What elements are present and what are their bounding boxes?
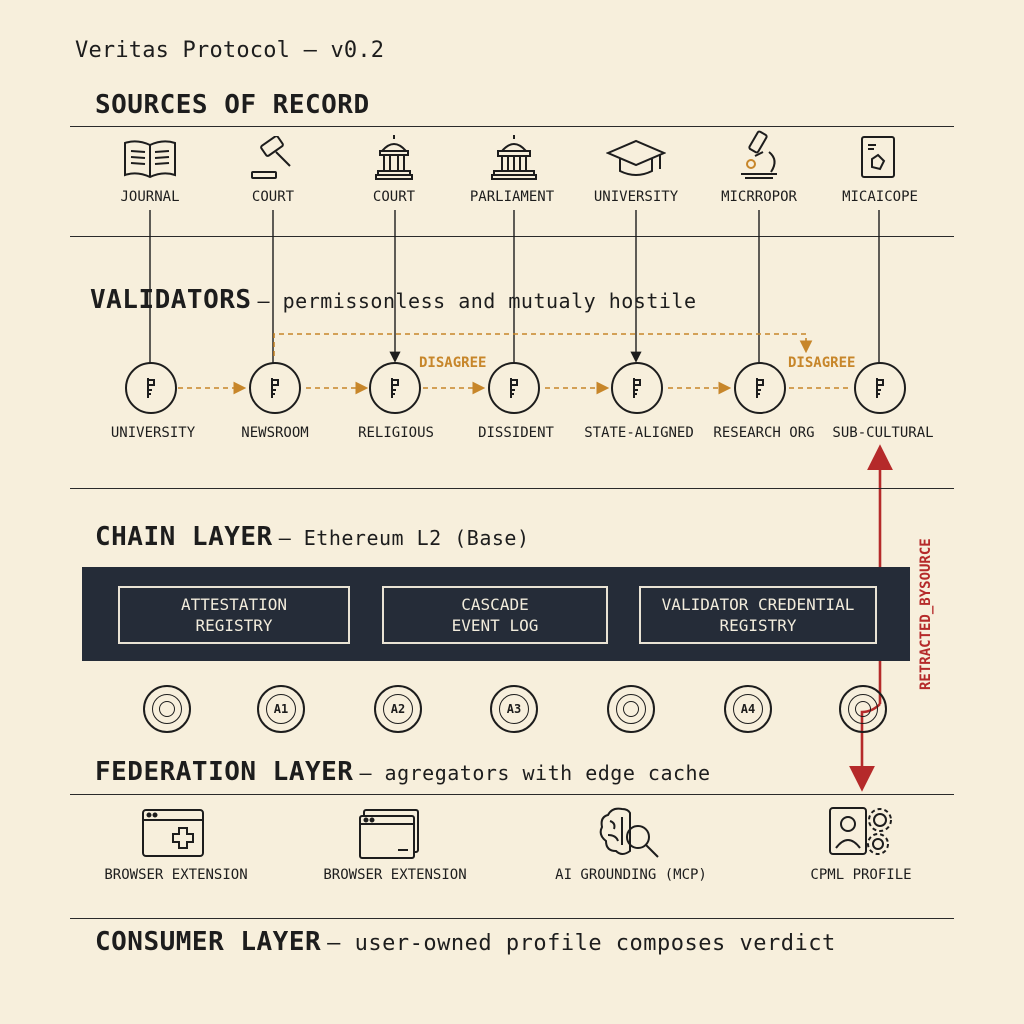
aggregator-label: A4 — [733, 694, 763, 724]
courthouse-icon — [364, 133, 424, 181]
aggregator-node-a1[interactable]: A1 — [257, 685, 305, 733]
validators-heading-text: VALIDATORS — [90, 285, 252, 315]
federation-label: BROWSER EXTENSION — [104, 867, 248, 883]
validator-label: SUB-CULTURAL — [832, 425, 934, 441]
ring-core — [623, 701, 639, 717]
microscope-icon — [729, 130, 789, 179]
validator-node-sub-cultural[interactable] — [854, 362, 906, 414]
key-icon — [756, 378, 764, 398]
validator-label: STATE-ALIGNED — [584, 425, 694, 441]
capitol-icon — [484, 133, 544, 181]
aggregator-node[interactable] — [143, 685, 191, 733]
validator-credential-registry-box[interactable]: VALIDATOR CREDENTIAL REGISTRY — [639, 586, 877, 644]
validator-node-state-aligned[interactable] — [611, 362, 663, 414]
key-icon — [391, 378, 399, 398]
aggregator-label: A2 — [383, 694, 413, 724]
divider — [70, 126, 954, 127]
federation-label: BROWSER EXTENSION — [323, 867, 467, 883]
federation-subheading: — agregators with edge cache — [359, 761, 711, 785]
validator-node-religious[interactable] — [369, 362, 421, 414]
box-line: VALIDATOR CREDENTIAL — [661, 595, 855, 614]
box-line: REGISTRY — [195, 616, 273, 635]
chain-heading-text: CHAIN LAYER — [95, 522, 273, 552]
source-label-university: UNIVERSITY — [593, 189, 679, 205]
graduation-cap-icon — [606, 135, 666, 183]
validator-label: RELIGIOUS — [358, 425, 434, 441]
consumer-subheading: — user-owned profile composes verdict — [327, 931, 836, 956]
brain-search-icon — [595, 804, 665, 862]
sources-heading: SOURCES OF RECORD — [95, 90, 370, 120]
validator-node-newsroom[interactable] — [249, 362, 301, 414]
federation-label: CPML PROFILE — [810, 867, 912, 883]
browser-plus-icon — [139, 806, 209, 862]
chain-subheading: — Ethereum L2 (Base) — [278, 526, 530, 550]
attestation-registry-box[interactable]: ATTESTATION REGISTRY — [118, 586, 350, 644]
aggregator-node[interactable] — [607, 685, 655, 733]
diagram-title: Veritas Protocol — v0.2 — [75, 38, 385, 63]
aggregator-node-a3[interactable]: A3 — [490, 685, 538, 733]
box-line: EVENT LOG — [451, 616, 539, 635]
validator-label: UNIVERSITY — [110, 425, 196, 441]
federation-label: AI GROUNDING (MCP) — [555, 867, 707, 883]
cascade-event-log-box[interactable]: CASCADE EVENT LOG — [382, 586, 608, 644]
divider — [70, 918, 954, 919]
federation-heading-text: FEDERATION LAYER — [95, 757, 354, 787]
disagree-label: DISAGREE — [419, 355, 487, 371]
aggregator-label: A1 — [266, 694, 296, 724]
retracted-by-source-label: RETRACTED_BYSOURCE — [918, 538, 934, 690]
box-line: CASCADE — [461, 595, 529, 614]
source-label-court: COURT — [372, 189, 416, 205]
federation-heading: FEDERATION LAYER— agregators with edge c… — [95, 757, 711, 787]
key-icon — [510, 378, 518, 398]
source-label-micaicope: MICAICOPE — [842, 189, 918, 205]
box-line: REGISTRY — [719, 616, 797, 635]
validator-node-research-org[interactable] — [734, 362, 786, 414]
ring-core — [855, 701, 871, 717]
aggregator-node-a2[interactable]: A2 — [374, 685, 422, 733]
ring — [848, 694, 878, 724]
validator-label: NEWSROOM — [241, 425, 309, 441]
key-icon — [147, 378, 155, 398]
validators-heading: VALIDATORS— permissonless and mutualy ho… — [90, 285, 696, 315]
ring — [152, 694, 182, 724]
key-icon — [633, 378, 641, 398]
document-badge-icon — [848, 133, 908, 181]
key-icon — [876, 378, 884, 398]
aggregator-node-a4[interactable]: A4 — [724, 685, 772, 733]
divider — [70, 794, 954, 795]
source-label-parliament: PARLIAMENT — [469, 189, 555, 205]
validator-label: RESEARCH ORG — [713, 425, 815, 441]
consumer-heading-text: CONSUMER LAYER — [95, 927, 322, 957]
validator-node-dissident[interactable] — [488, 362, 540, 414]
ring — [616, 694, 646, 724]
validators-subheading: — permissonless and mutualy hostile — [257, 289, 697, 313]
profile-gear-icon — [826, 802, 898, 862]
source-label-court: COURT — [251, 189, 295, 205]
chain-band — [82, 567, 910, 661]
book-icon — [120, 135, 180, 183]
disagree-label: DISAGREE — [788, 355, 856, 371]
aggregator-label: A3 — [499, 694, 529, 724]
aggregator-node[interactable] — [839, 685, 887, 733]
divider — [70, 236, 954, 237]
gavel-icon — [243, 135, 303, 183]
ring-core — [159, 701, 175, 717]
consumer-heading: CONSUMER LAYER— user-owned profile compo… — [95, 927, 836, 957]
divider — [70, 488, 954, 489]
sources-heading-text: SOURCES OF RECORD — [95, 90, 370, 120]
validator-node-university[interactable] — [125, 362, 177, 414]
validator-label: DISSIDENT — [478, 425, 554, 441]
source-label-journal: JOURNAL — [120, 189, 180, 205]
chain-heading: CHAIN LAYER— Ethereum L2 (Base) — [95, 522, 530, 552]
browser-windows-icon — [355, 806, 425, 862]
source-label-micrropor: MICRROPOR — [721, 189, 797, 205]
box-line: ATTESTATION — [181, 595, 287, 614]
key-icon — [271, 378, 279, 398]
